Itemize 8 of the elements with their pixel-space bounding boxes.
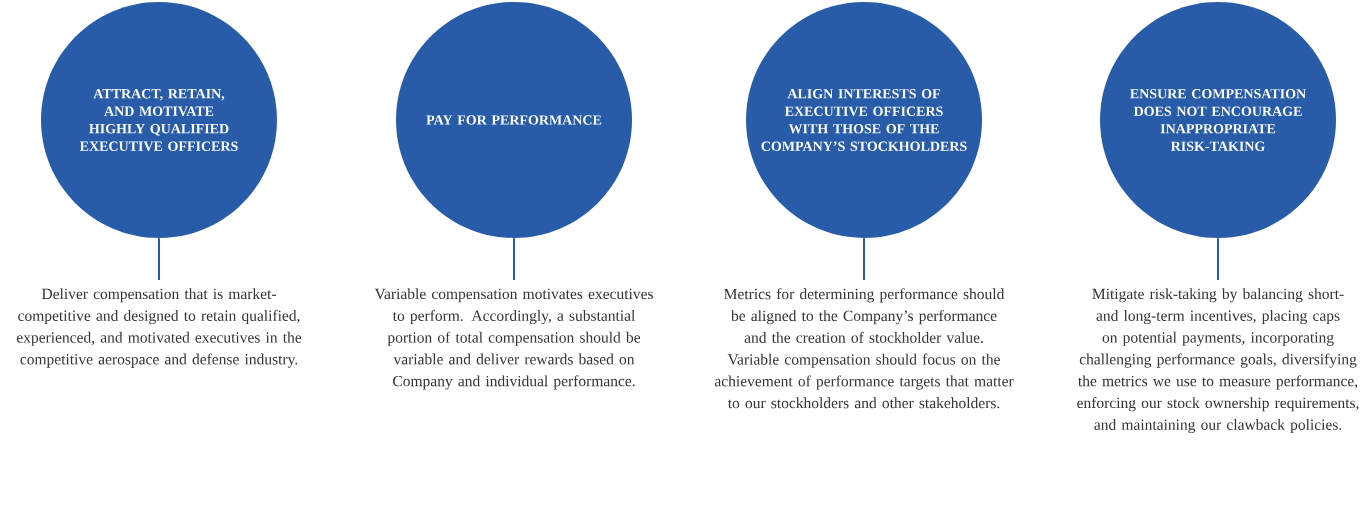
description-text: Metrics for determining performance should be aligned to the Company’s performance and the creation of stockholder value. Variable compensation should focus on the achievement of performance targets that matter to our stockholders and other stakeholders. xyxy=(714,288,1014,409)
connector-line xyxy=(158,237,160,281)
description-text: Variable compensation motivates executives to perform. Accordingly, a substantial portion of total compensation should be variable and deliver rewards based on Company and individual performance. xyxy=(374,288,653,390)
connector-line xyxy=(1217,237,1219,281)
description-text: Deliver compensation that is market-competitive and designed to retain qualified, experienced, and motivated executives in the competitive aerospace and defense industry. xyxy=(16,288,302,368)
connector-line xyxy=(863,237,865,281)
description-text: Mitigate risk-taking by balancing short- and long-term incentives, placing caps on potential payments, incorporating challenging performance goals, diversifying the metrics we use to measure performance, enforcing our stock ownership requirements, and maintaining our clawback policies. xyxy=(1077,288,1359,434)
connector-line xyxy=(513,237,515,281)
